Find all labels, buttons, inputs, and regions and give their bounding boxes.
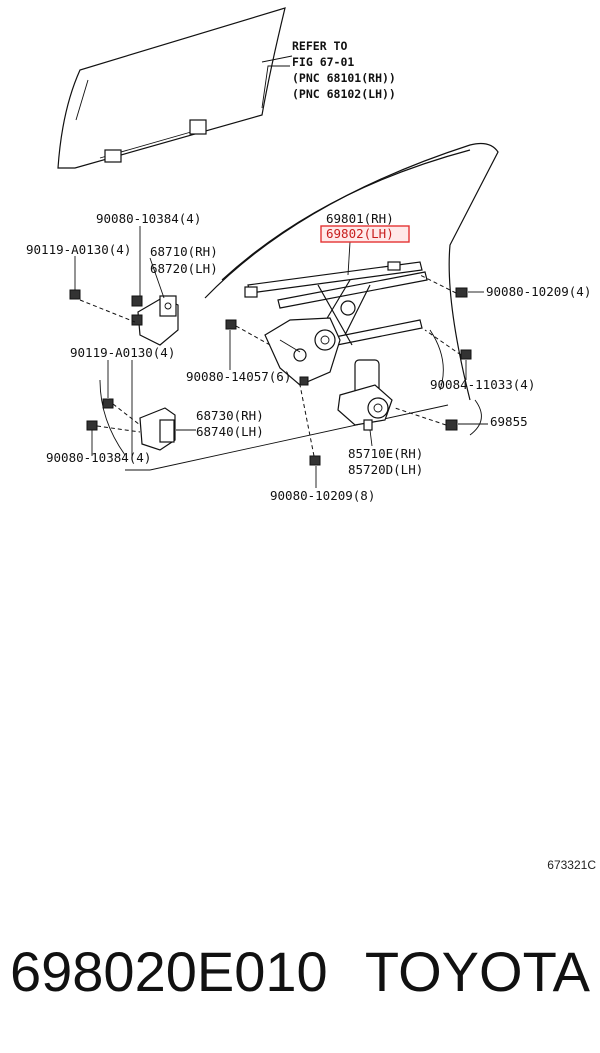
label-90080-14057[interactable]: 90080-14057(6) [186,369,291,384]
label-68730[interactable]: 68730(RH) [196,408,264,423]
door-frame [99,142,499,471]
highlight-box [320,225,410,243]
figure-code: 673321C [547,858,596,872]
door-hinge-upper [137,295,179,346]
window-regulator [244,261,428,386]
label-68720[interactable]: 68720(LH) [150,261,218,276]
refer-line-4: (PNC 68102(LH)) [292,87,396,101]
footer: 698020E010 TOYOTA [10,936,590,1006]
label-69855[interactable]: 69855 [490,414,528,429]
label-90084-11033[interactable]: 90084-11033(4) [430,377,535,392]
label-68710[interactable]: 68710(RH) [150,244,218,259]
parts-diagram: REFER TO FIG 67-01 (PNC 68101(RH)) (PNC … [26,7,591,503]
label-85720d[interactable]: 85720D(LH) [348,462,423,477]
brand-name: TOYOTA [364,939,590,1003]
label-85710e[interactable]: 85710E(RH) [348,446,423,461]
label-90080-10209-right[interactable]: 90080-10209(4) [486,284,591,299]
label-68740[interactable]: 68740(LH) [196,424,264,439]
label-90119-a0130-mid[interactable]: 90119-A0130(4) [70,345,175,360]
leader-lines [74,65,488,488]
label-90119-a0130-top[interactable]: 90119-A0130(4) [26,242,131,257]
refer-line-1: REFER TO [292,39,347,53]
power-window-motor [337,359,393,431]
label-90080-10384-top[interactable]: 90080-10384(4) [96,211,201,226]
label-90080-10209-bottom[interactable]: 90080-10209(8) [270,488,375,503]
refer-line-3: (PNC 68101(RH)) [292,71,396,85]
label-69802[interactable]: 69802(LH) [326,226,394,241]
part-number: 698020E010 [10,939,328,1003]
refer-line-2: FIG 67-01 [292,55,354,69]
door-hinge-lower [139,407,176,451]
label-90080-10384-bottom[interactable]: 90080-10384(4) [46,450,151,465]
label-69801[interactable]: 69801(RH) [326,211,394,226]
door-glass [57,7,293,169]
